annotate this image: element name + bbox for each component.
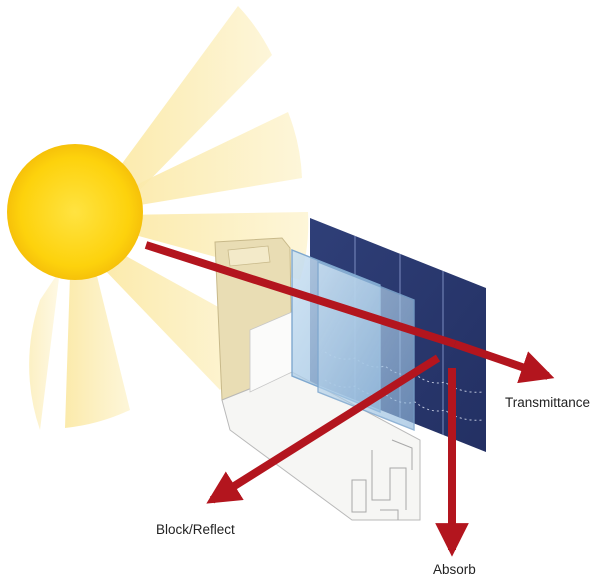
transmittance-label: Transmittance xyxy=(505,395,591,410)
block-reflect-label: Block/Reflect xyxy=(156,522,235,537)
incoming-ray-arrow xyxy=(144,241,457,348)
transmittance-arrow xyxy=(453,340,555,384)
sun-ray xyxy=(110,6,272,190)
sun-icon xyxy=(7,144,143,280)
sun-ray xyxy=(65,268,130,428)
arrows xyxy=(144,241,555,557)
absorb-label: Absorb xyxy=(433,562,476,577)
block-reflect-arrow xyxy=(206,354,441,504)
sun-ray xyxy=(29,270,60,430)
sun-ray xyxy=(115,112,302,205)
